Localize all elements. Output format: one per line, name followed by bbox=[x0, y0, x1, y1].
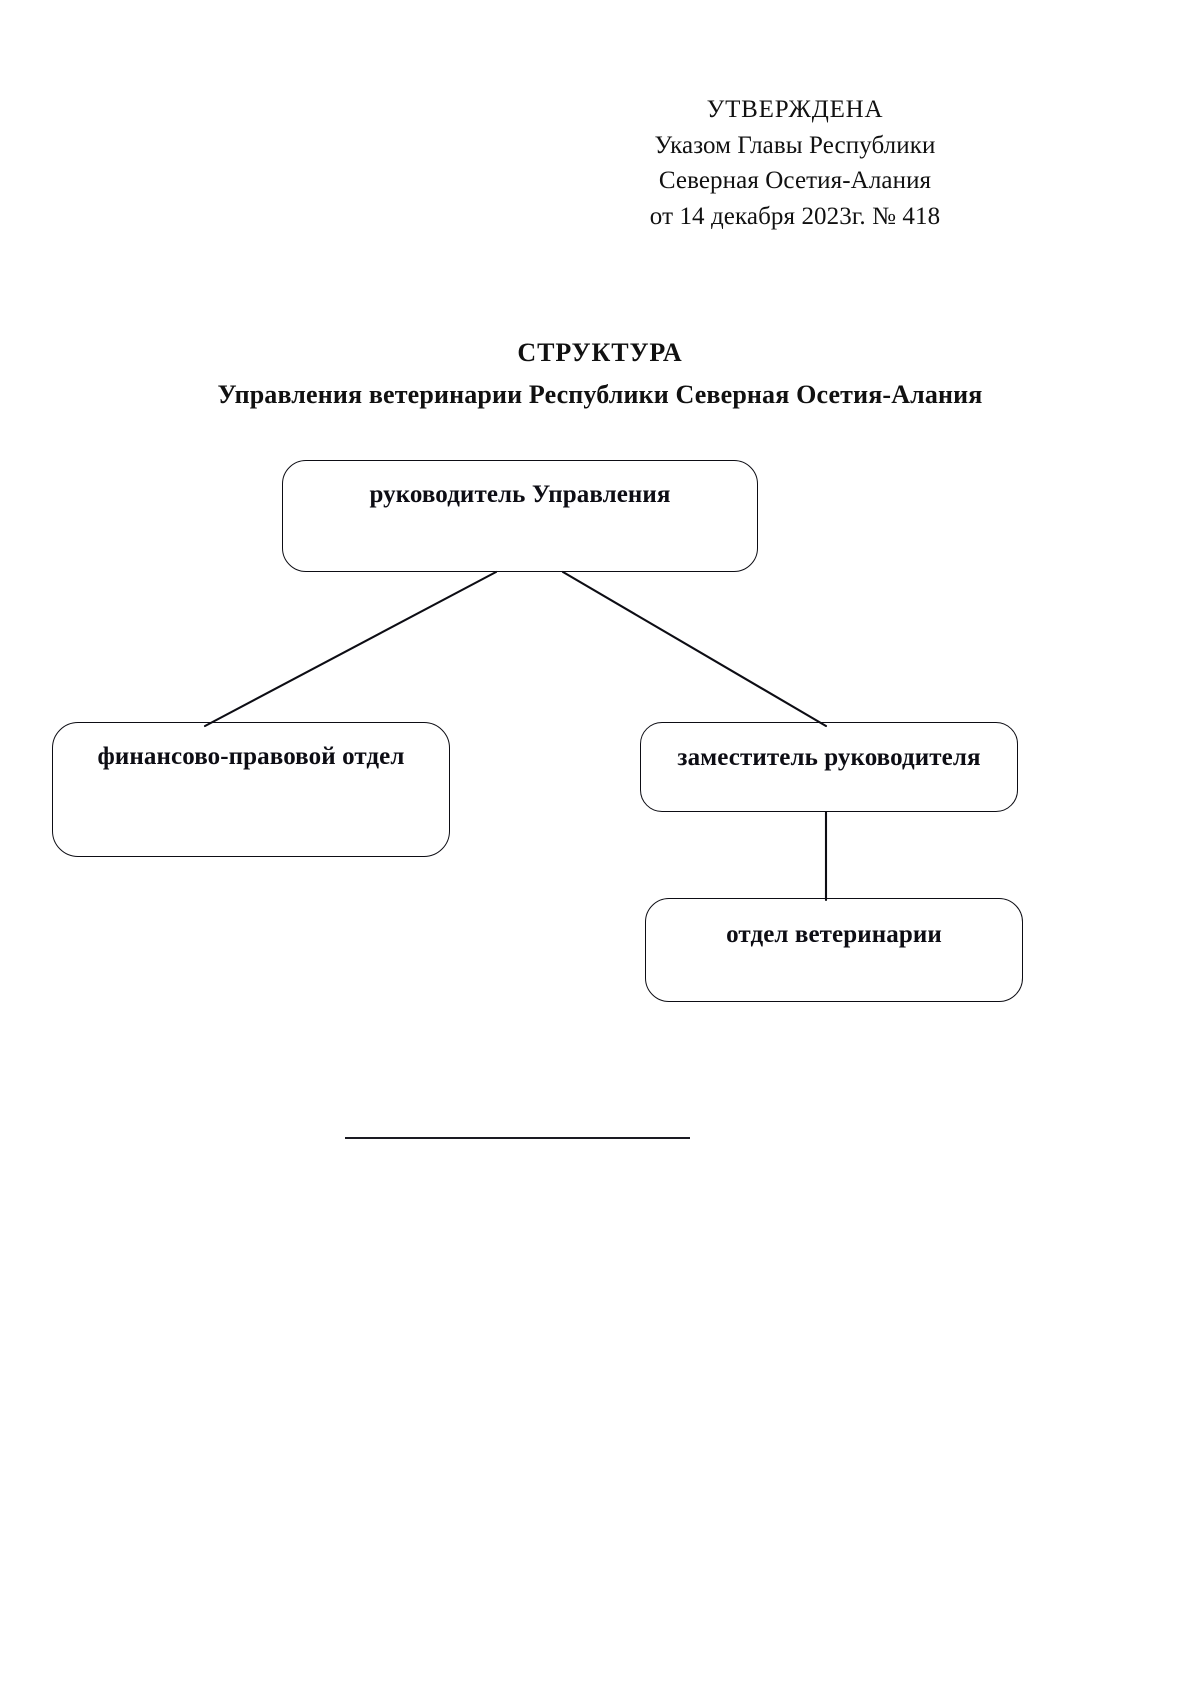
node-veterinary-division-label: отдел ветеринарии bbox=[726, 921, 942, 948]
node-head-of-department-label: руководитель Управления bbox=[369, 481, 671, 508]
node-veterinary-division[interactable]: отдел ветеринарии bbox=[645, 898, 1023, 1002]
bottom-separator-rule bbox=[345, 1137, 690, 1139]
approval-line-2: Указом Главы Республики bbox=[654, 131, 936, 159]
approval-line-1: УТВЕРЖДЕНА bbox=[706, 96, 884, 123]
page-title: СТРУКТУРА bbox=[517, 338, 683, 367]
edge-root-to-deputy bbox=[561, 570, 828, 728]
approval-line-3: Северная Осетия-Алания bbox=[658, 167, 932, 194]
node-deputy-head-label: заместитель руководителя bbox=[677, 744, 981, 771]
approval-header: УТВЕРЖДЕНА Указом Главы Республики Север… bbox=[620, 92, 970, 234]
node-deputy-head[interactable]: заместитель руководителя bbox=[640, 722, 1018, 812]
page-subtitle: Управления ветеринарии Республики Северн… bbox=[217, 379, 983, 409]
approval-line-4: от 14 декабря 2023г. № 418 bbox=[649, 202, 941, 230]
page-title-block: СТРУКТУРА Управления ветеринарии Республ… bbox=[0, 336, 1200, 412]
node-head-of-department[interactable]: руководитель Управления bbox=[282, 460, 758, 572]
edge-root-to-finance bbox=[203, 570, 498, 728]
node-finance-legal-division[interactable]: финансово-правовой отдел bbox=[52, 722, 450, 857]
node-finance-legal-division-label: финансово-правовой отдел bbox=[97, 743, 405, 770]
